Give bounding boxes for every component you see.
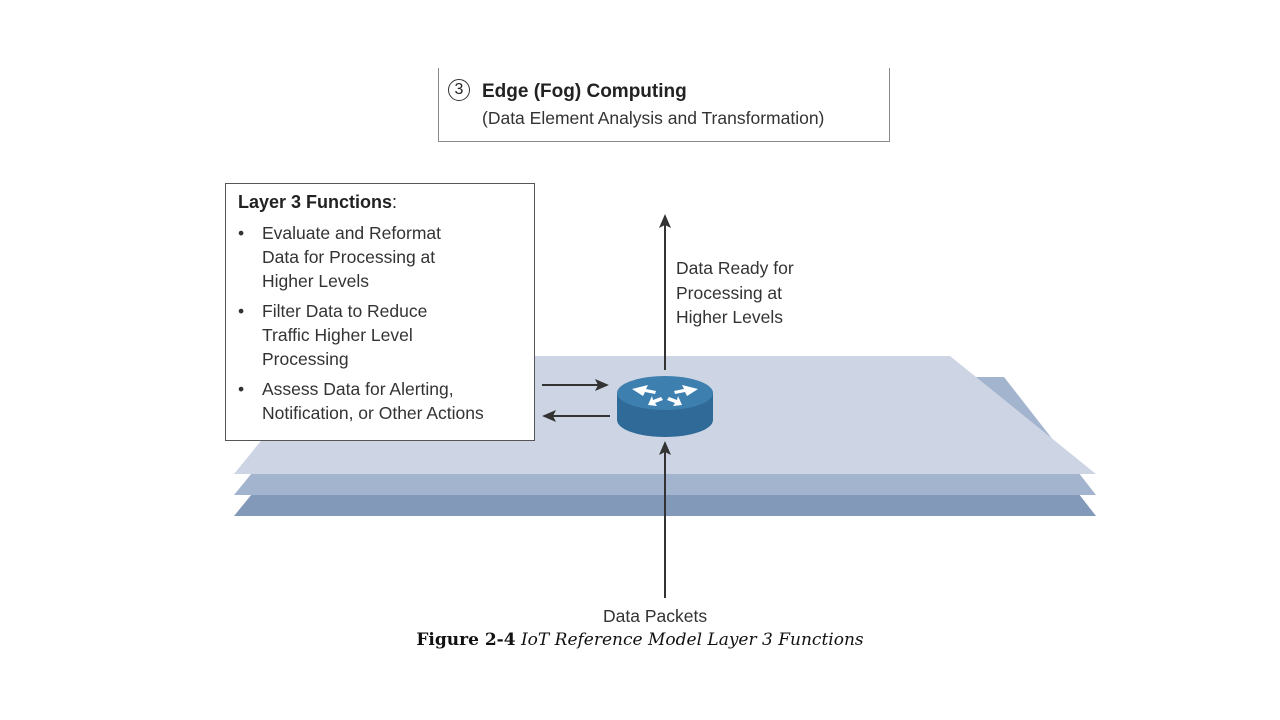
figure-caption-text: IoT Reference Model Layer 3 Functions [520, 630, 864, 650]
layer-title: Edge (Fog) Computing [482, 81, 687, 102]
output-label: Data Ready for Processing at Higher Leve… [676, 258, 794, 327]
functions-list: Evaluate and Reformat Data for Processin… [238, 221, 524, 425]
function-item-filter: Filter Data to Reduce Traffic Higher Lev… [238, 299, 524, 371]
input-label: Data Packets [603, 606, 708, 626]
layer-subtitle: (Data Element Analysis and Transformatio… [482, 108, 825, 128]
layer-number-badge: 3 [448, 79, 470, 101]
functions-title-text: Layer 3 Functions [238, 192, 393, 212]
figure-caption: Figure 2-4 IoT Reference Model Layer 3 F… [0, 630, 1280, 650]
functions-box: Layer 3 Functions: Evaluate and Reformat… [225, 183, 535, 441]
function-item-assess: Assess Data for Alerting, Notification, … [238, 377, 524, 425]
function-item-evaluate: Evaluate and Reformat Data for Processin… [238, 221, 524, 293]
functions-title-colon: : [392, 192, 398, 212]
figure-number: Figure 2-4 [416, 630, 516, 650]
layer-header-box: 3 Edge (Fog) Computing (Data Element Ana… [438, 68, 890, 142]
functions-title: Layer 3 Functions: [238, 192, 524, 213]
router-icon [617, 376, 713, 437]
